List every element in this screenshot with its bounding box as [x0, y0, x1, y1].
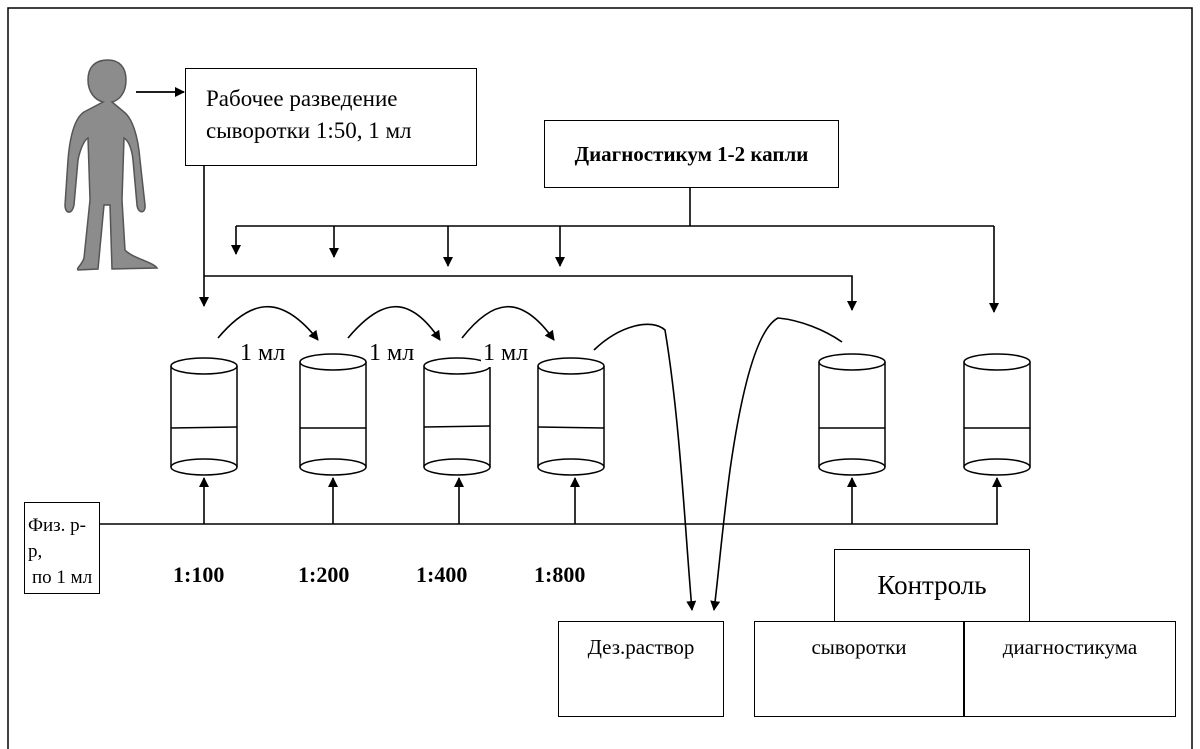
saline-line1: Физ. р-р, — [28, 515, 87, 562]
tube-2 — [299, 353, 367, 476]
control-diagnosticum-label: диагностикума — [1002, 635, 1138, 659]
to-disinfectant-arrow-1 — [593, 323, 697, 611]
dilution-label-4: 1:800 — [534, 562, 586, 587]
dilution-label-1: 1:100 — [173, 562, 225, 587]
working-dilution-box: Рабочее разведение сыворотки 1:50, 1 мл — [185, 68, 477, 166]
transfer-arrow-2 — [347, 305, 441, 341]
control-serum-label: сыворотки — [811, 635, 907, 659]
human-figure-icon — [64, 59, 159, 271]
saline-box: Физ. р-р, по 1 мл — [24, 502, 100, 594]
transfer-label-1: 1 мл — [238, 340, 288, 367]
tube-1 — [170, 357, 238, 476]
control-title: Контроль — [877, 570, 987, 600]
dilution-label-2: 1:200 — [298, 562, 350, 587]
control-diagnosticum-box: диагностикума — [964, 621, 1176, 717]
tube-control-diagnosticum — [963, 353, 1031, 476]
transfer-arrow-1 — [217, 305, 319, 341]
control-serum-box: сыворотки — [754, 621, 964, 717]
saline-line2: по 1 мл — [32, 567, 93, 588]
working-dilution-line1: Рабочее разведение — [206, 86, 398, 111]
transfer-label-2: 1 мл — [367, 340, 417, 367]
serum-control-line — [204, 275, 857, 311]
diagnosticum-box: Диагностикум 1-2 капли — [544, 120, 839, 188]
tube-control-serum — [818, 353, 886, 476]
to-disinfectant-arrow-2 — [710, 317, 843, 611]
control-title-box: Контроль — [834, 549, 1030, 622]
dilution-label-3: 1:400 — [416, 562, 468, 587]
transfer-label-3: 1 мл — [481, 340, 531, 367]
working-dilution-line2: сыворотки 1:50, 1 мл — [206, 118, 412, 143]
transfer-arrow-3 — [461, 305, 555, 341]
outer-frame — [7, 7, 1193, 749]
disinfectant-label: Дез.раствор — [587, 635, 695, 659]
tube-4 — [537, 357, 605, 476]
tube-3 — [423, 357, 491, 476]
disinfectant-box: Дез.раствор — [558, 621, 724, 717]
diagnosticum-label: Диагностикум 1-2 капли — [574, 141, 809, 166]
